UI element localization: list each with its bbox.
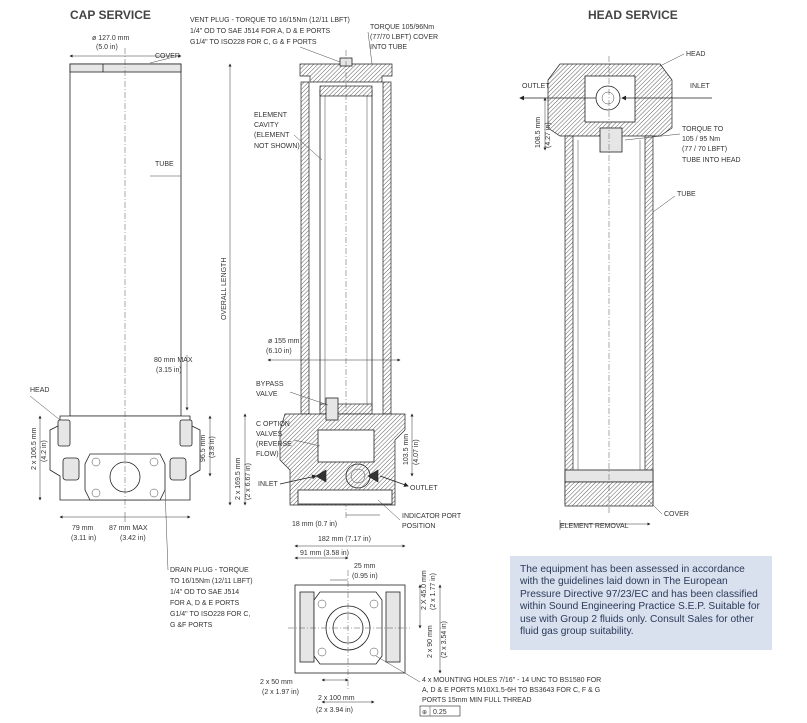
vent-plug-line-3: G1/4" TO ISO228 FOR C, G & F PORTS (190, 39, 317, 46)
h90-label: 2 x 90 mm (427, 625, 434, 658)
element-cavity-line-1: ELEMENT (254, 112, 288, 119)
port-view: 182 mm (7.17 in) 91 mm (3.58 in) 25 mm (… (260, 536, 601, 717)
drain-line-2: TO 16/15Nm (12/11 LBFT) (170, 578, 253, 585)
indicator-line-2: POSITION (402, 523, 435, 530)
section-outlet-label: OUTLET (410, 485, 438, 492)
drain-line-3: 1/4" OD TO SAE J514 (170, 589, 239, 596)
svg-text:⊕: ⊕ (422, 710, 427, 716)
w182-label: 182 mm (7.17 in) (318, 536, 371, 543)
drain-line-5: G1/4" TO ISO228 FOR C, (170, 611, 250, 618)
coption-line-4: FLOW) (256, 451, 279, 458)
dia155-label: ø 155 mm (268, 338, 300, 345)
w50-label: 2 x 50 mm (260, 679, 293, 686)
cap-w79-in-label: (3.11 in) (71, 535, 96, 542)
cap-w87-label: 87 mm MAX (109, 525, 148, 532)
vent-plug-line-2: 1/4" OD TO SAE J514 FOR A, D & E PORTS (190, 28, 331, 35)
w91-label: 91 mm (3.58 in) (300, 550, 349, 557)
head-service-inlet-label: INLET (690, 83, 711, 90)
w100-in-label: (2 x 3.94 in) (316, 707, 353, 714)
cap-tube-label: TUBE (155, 161, 174, 168)
head-service-cover-label: COVER (664, 511, 689, 518)
coption-line-3: (REVERSE (256, 441, 292, 448)
head-service-head-label: HEAD (686, 51, 705, 58)
coption-line-2: VALVES (256, 431, 283, 438)
cap-tube (69, 63, 182, 417)
tolerance-value: 0.25 (433, 709, 447, 716)
element-cavity-line-2: CAVITY (254, 122, 279, 129)
dia155-in-label: (6.10 in) (266, 348, 292, 355)
bypass-line-1: BYPASS (256, 381, 284, 388)
w18-label: 18 mm (0.7 in) (292, 521, 337, 528)
holes-line-2: A, D & E PORTS M10X1.5-6H TO BS3643 FOR … (422, 687, 600, 694)
torque-cover-line-2: (77/70 LBFT) COVER (370, 34, 438, 41)
w25-label: 25 mm (354, 563, 376, 570)
head-torque-line-4: TUBE INTO HEAD (682, 157, 741, 164)
head-service-tube-wall (564, 135, 574, 505)
head-service-outlet-label: OUTLET (522, 83, 550, 90)
head-service-view: HEAD OUTLET INLET 108.5 mm (4.27 in) TOR… (519, 51, 741, 530)
bypass-line-2: VALVE (256, 391, 278, 398)
indicator-line-1: INDICATOR PORT (402, 513, 462, 520)
head-torque-line-1: TORQUE TO (682, 126, 724, 133)
element-cavity-line-4: NOT SHOWN) (254, 143, 300, 150)
cap-service-view: ø 127.0 mm (5.0 in) COVER TUBE HEAD 80 m… (29, 35, 253, 629)
h1695-label: 2 x 169.5 mm (235, 457, 242, 500)
head-torque-line-3: (77 / 70 LBFT) (682, 146, 727, 153)
torque-cover-line-3: INTO TUBE (370, 44, 407, 51)
head-torque-line-2: 105 / 95 Nm (682, 136, 720, 143)
h1085-in-label: (4.27 in) (545, 122, 552, 148)
cap-h1065-label: 2 x 106.5 mm (31, 427, 38, 470)
w50-in-label: (2 x 1.97 in) (262, 689, 299, 696)
cap-dia-label: ø 127.0 mm (92, 35, 130, 42)
section-inlet-label: INLET (258, 481, 279, 488)
pressure-directive-note: The equipment has been assessed in accor… (510, 556, 772, 650)
cap-max80-in-label: (3.15 in) (156, 367, 182, 374)
cap-service-title: CAP SERVICE (70, 8, 151, 22)
cap-cover-label: COVER (155, 53, 180, 60)
drain-line-4: FOR A, D & E PORTS (170, 600, 239, 607)
element-removal-label: ELEMENT REMOVAL (560, 523, 629, 530)
torque-cover-line-1: TORQUE 105/96Nm (370, 24, 434, 31)
cap-dia-in-label: (5.0 in) (96, 44, 118, 51)
h45-in-label: (2 x 1.77 in) (430, 573, 437, 610)
cap-w79-label: 79 mm (72, 525, 94, 532)
head-service-title: HEAD SERVICE (588, 8, 678, 22)
cap-h965-label: 96.5 mm (200, 435, 207, 462)
drain-line-1: DRAIN PLUG - TORQUE (170, 567, 249, 574)
cap-w87-in-label: (3.42 in) (120, 535, 146, 542)
overall-length-label: OVERALL LENGTH (221, 258, 228, 320)
cap-h965-in-label: (3.8 in) (209, 436, 216, 458)
cap-max80-label: 80 mm MAX (154, 357, 193, 364)
coption-line-1: C OPTION (256, 421, 290, 428)
w100-label: 2 x 100 mm (318, 695, 355, 702)
h90-in-label: (2 x 3.54 in) (441, 621, 448, 658)
holes-line-1: 4 x MOUNTING HOLES 7/16" - 14 UNC TO BS1… (422, 677, 601, 684)
holes-line-3: PORTS 15mm MIN FULL THREAD (422, 697, 532, 704)
h1695-in-label: (2 x 6.67 in) (245, 463, 252, 500)
cap-head-label: HEAD (30, 387, 49, 394)
drain-line-6: G &F PORTS (170, 622, 213, 629)
h45-label: 2 X 45.0 mm (421, 570, 428, 610)
section-view: VENT PLUG - TORQUE TO 16/15Nm (12/11 LBF… (190, 17, 462, 530)
vent-plug-line-1: VENT PLUG - TORQUE TO 16/15Nm (12/11 LBF… (190, 17, 350, 24)
element-cavity-line-3: (ELEMENT (254, 132, 290, 139)
cap-h1065-in-label: (4.2 in) (41, 440, 48, 462)
w25-in-label: (0.95 in) (352, 573, 378, 580)
h1085-label: 108.5 mm (535, 117, 542, 148)
head-service-tube-label: TUBE (677, 191, 696, 198)
cap-cover (69, 63, 182, 73)
position-tolerance-box: ⊕ 0.25 (419, 705, 461, 717)
h1035-label: 103.5 mm (403, 434, 410, 465)
drain-plug-callout: DRAIN PLUG - TORQUE TO 16/15Nm (12/11 LB… (170, 567, 253, 629)
h1035-in-label: (4.07 in) (413, 439, 420, 465)
